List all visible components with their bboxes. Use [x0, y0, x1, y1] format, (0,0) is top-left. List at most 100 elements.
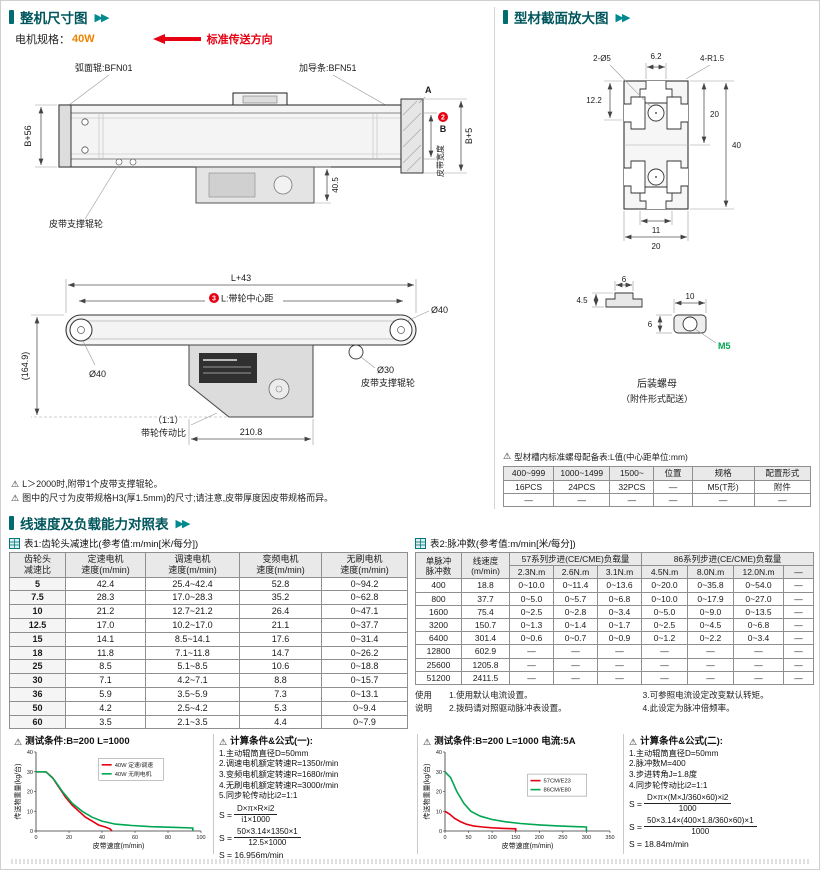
formula-row: S = D×π×(M×J/360×60)×i2 1000 — [629, 793, 806, 814]
cell: 0~5.0 — [509, 591, 554, 606]
cell: 52.8 — [239, 576, 322, 592]
table1-caption-text: 表1:齿轮头减速比(参考值:m/min[米/每分]) — [24, 539, 199, 550]
cell: 0~2.5 — [641, 617, 689, 633]
cell: 26.4 — [239, 604, 322, 619]
svg-text:传送物重量(kg/台): 传送物重量(kg/台) — [423, 763, 431, 819]
denominator: 1000 — [678, 804, 697, 814]
cell: 301.4 — [461, 631, 510, 646]
calc-condition: 3.步进转角J=1.8度 — [629, 770, 698, 780]
cell: — — [783, 578, 815, 593]
column-header: 1000~1499 — [553, 466, 611, 481]
cell: 2.5~4.2 — [145, 700, 240, 716]
cell: 0~13.1 — [321, 686, 408, 702]
cell: 0~2.5 — [509, 604, 554, 619]
cell: 14.1 — [65, 631, 146, 647]
cell: 7.1 — [65, 673, 146, 688]
table2-body: 400 18.8 0~10.0 0~11.4 0~13.6 0~20.0 0~3… — [415, 578, 815, 685]
table-row: 6400 301.4 0~0.6 0~0.7 0~0.9 0~1.2 0~2.2… — [415, 631, 815, 646]
usage-note: 3.可参照电流设定改变默认转矩。 — [642, 689, 769, 700]
t-nut-drawing: 6 4.5 10 6 M5 — [576, 275, 730, 351]
support-roller-label: 皮带支撑辊轮 — [49, 218, 103, 229]
calc-condition: 2.调速电机额定转速R=1350r/min — [219, 759, 339, 769]
cell: 17.0~28.3 — [145, 590, 240, 606]
torque-header: 4.5N.m — [641, 565, 689, 580]
cell: — — [687, 657, 735, 672]
svg-text:20: 20 — [66, 835, 72, 841]
cell: 37.7 — [461, 591, 510, 606]
section-header: 型材截面放大图 ▶▶ — [503, 7, 811, 27]
cell: 0~13.5 — [733, 604, 785, 619]
calc-condition: 4.无刷电机额定转速R=3000r/min — [219, 780, 339, 790]
cell: 0~3.4 — [596, 604, 643, 619]
torque-header: — — [783, 565, 815, 580]
column-header: 变频电机 速度(m/min) — [239, 552, 322, 578]
s-equals: S = — [219, 832, 232, 843]
cell: 0~20.0 — [641, 578, 689, 593]
cell: — — [641, 657, 689, 672]
cell: 32PCS — [609, 479, 655, 494]
svg-text:0: 0 — [34, 835, 37, 841]
warning-icon: ⚠ — [11, 492, 20, 503]
pulse-speed-table: 单脉冲 脉冲数 线速度 (m/min) 57系列步进(CE/CME)负载量 86… — [415, 551, 815, 685]
formula-row: S = 50×3.14×1350×1 12.5×1000 — [219, 827, 412, 848]
dim-2xd5-label: 2-Ø5 — [593, 54, 611, 63]
table-row: 10 21.2 12.7~21.2 26.4 0~47.1 — [9, 604, 408, 619]
column-header: 无刷电机 速度(m/min) — [321, 552, 408, 578]
column-header: 位置 — [653, 466, 693, 481]
warning-icon: ⚠ — [423, 736, 432, 747]
svg-text:0: 0 — [30, 829, 33, 835]
pulse-header: 单脉冲 脉冲数 — [415, 551, 462, 580]
pulse-cell: 6400 — [415, 631, 462, 646]
svg-text:0: 0 — [439, 829, 442, 835]
drawing-notes: ⚠ L＞2000时,附带1个皮带支撑辊轮。 ⚠ 图中的尺寸为皮带规格H3(厚1.… — [9, 478, 488, 507]
svg-text:40: 40 — [436, 750, 442, 756]
profile-content: 2-Ø5 6.2 4-R1.5 12.2 20 — [502, 27, 812, 508]
cell: — — [596, 657, 643, 672]
table-row: 30 7.1 4.2~7.1 8.8 0~15.7 — [9, 673, 408, 688]
table2-caption: 表2:脉冲数(参考值:m/min[米/每分]) — [415, 536, 814, 550]
torque-header: 12.0N.m — [733, 565, 785, 580]
dim-20-right-label: 20 — [710, 110, 719, 119]
belt-width-label: 皮带宽度 — [435, 145, 445, 177]
cell: 35.2 — [239, 590, 322, 606]
table-row: 51200 2411.5 — — — — — — — — [415, 670, 815, 685]
direction-indicator: 标准传送方向 — [152, 31, 273, 47]
cell: 10.6 — [239, 659, 322, 675]
nut-dim-6-top-label: 6 — [622, 275, 627, 284]
gear-ratio-cell: 36 — [9, 686, 66, 702]
cell: — — [641, 670, 689, 685]
svg-text:传送物重量(kg/台): 传送物重量(kg/台) — [14, 763, 22, 819]
section-arrow-icon: ▶▶ — [175, 517, 191, 530]
cell: 0~18.8 — [321, 659, 408, 675]
table-row: 36 5.9 3.5~5.9 7.3 0~13.1 — [9, 686, 408, 702]
cell: 8.5~14.1 — [145, 631, 240, 647]
torque-header: 8.0N.m — [687, 565, 735, 580]
calc-condition: 4.同步轮传动比i2=1:1 — [629, 780, 708, 790]
cell: 0~94.2 — [321, 576, 408, 592]
table-row: 18 11.8 7.1~11.8 14.7 0~26.2 — [9, 645, 408, 661]
nut-table-note-text: 型材槽内标准螺母配备表:L值(中心距单位:mm) — [514, 452, 688, 463]
cell: — — [653, 479, 693, 494]
svg-text:100: 100 — [488, 835, 497, 841]
arrow-bar — [164, 37, 201, 41]
svg-text:30: 30 — [436, 770, 442, 776]
table-row: 12.5 17.0 10.2~17.0 21.1 0~37.7 — [9, 617, 408, 633]
cell: — — [596, 670, 643, 685]
cell: 11.8 — [65, 645, 146, 661]
belt-width-badge-number: 2 — [441, 115, 445, 122]
note-line: ⚠ 图中的尺寸为皮带规格H3(厚1.5mm)的尺寸;请注意,皮带厚度因皮带规格而… — [11, 492, 488, 506]
section-header: 线速度及负载能力对照表 ▶▶ — [9, 513, 811, 533]
cell: 4.4 — [239, 714, 322, 730]
pulse-cell: 51200 — [415, 670, 462, 685]
dim-2108-label: 210.8 — [240, 427, 263, 437]
overall-dimension-section: 整机尺寸图 ▶▶ 电机规格： 40W 标准传送方向 弧面辊:BFN01 — [9, 7, 495, 509]
cell: 4.2 — [65, 700, 146, 716]
center-badge-number: 3 — [212, 296, 216, 303]
cell: — — [502, 492, 555, 508]
nut-name: 后装螺母 — [637, 379, 677, 390]
